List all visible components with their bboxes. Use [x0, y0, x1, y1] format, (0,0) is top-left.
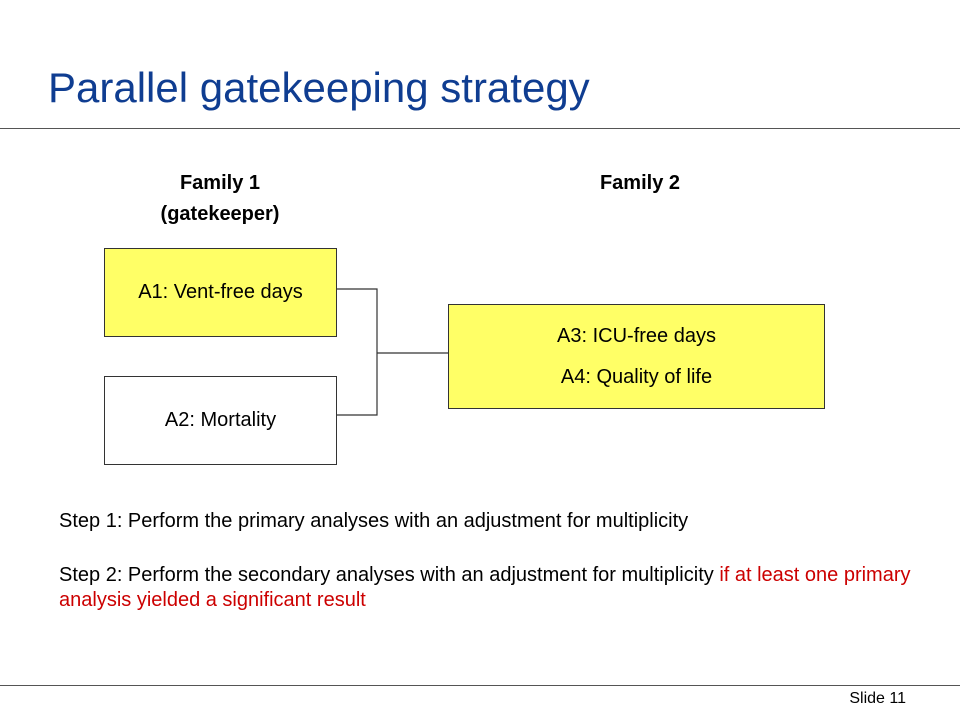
slide-title: Parallel gatekeeping strategy — [48, 64, 590, 111]
family-2-label: Family 2 — [599, 172, 681, 194]
hypothesis-a1-label: A1: Vent-free days — [138, 281, 303, 303]
footer-divider — [0, 685, 960, 686]
connector-a1 — [337, 288, 378, 353]
step-2-plain: Step 2: Perform the secondary analyses w… — [59, 564, 720, 586]
family-1-label: Family 1 (gatekeeper) — [100, 168, 340, 230]
hypothesis-a2-label: A2: Mortality — [164, 409, 277, 431]
step-1-text: Step 1: Perform the primary analyses wit… — [59, 510, 689, 532]
hypothesis-a2-box: A2: Mortality — [104, 376, 337, 465]
hypothesis-a4-label: A4: Quality of life — [560, 365, 713, 388]
hypothesis-a1-box: A1: Vent-free days — [104, 248, 337, 337]
step-2-text: Step 2: Perform the secondary analyses w… — [59, 563, 919, 613]
title-divider — [0, 128, 960, 129]
step-2-condition: if at least one primary analysis yielded… — [59, 564, 911, 611]
connector-a2 — [337, 353, 378, 416]
family-2-box: A3: ICU-free days A4: Quality of life — [448, 304, 825, 409]
family-1-name: Family 1 — [179, 172, 261, 194]
hypothesis-a3-label: A3: ICU-free days — [557, 324, 716, 347]
family-1-role: (gatekeeper) — [160, 203, 280, 225]
slide-number: Slide 11 — [849, 690, 906, 707]
